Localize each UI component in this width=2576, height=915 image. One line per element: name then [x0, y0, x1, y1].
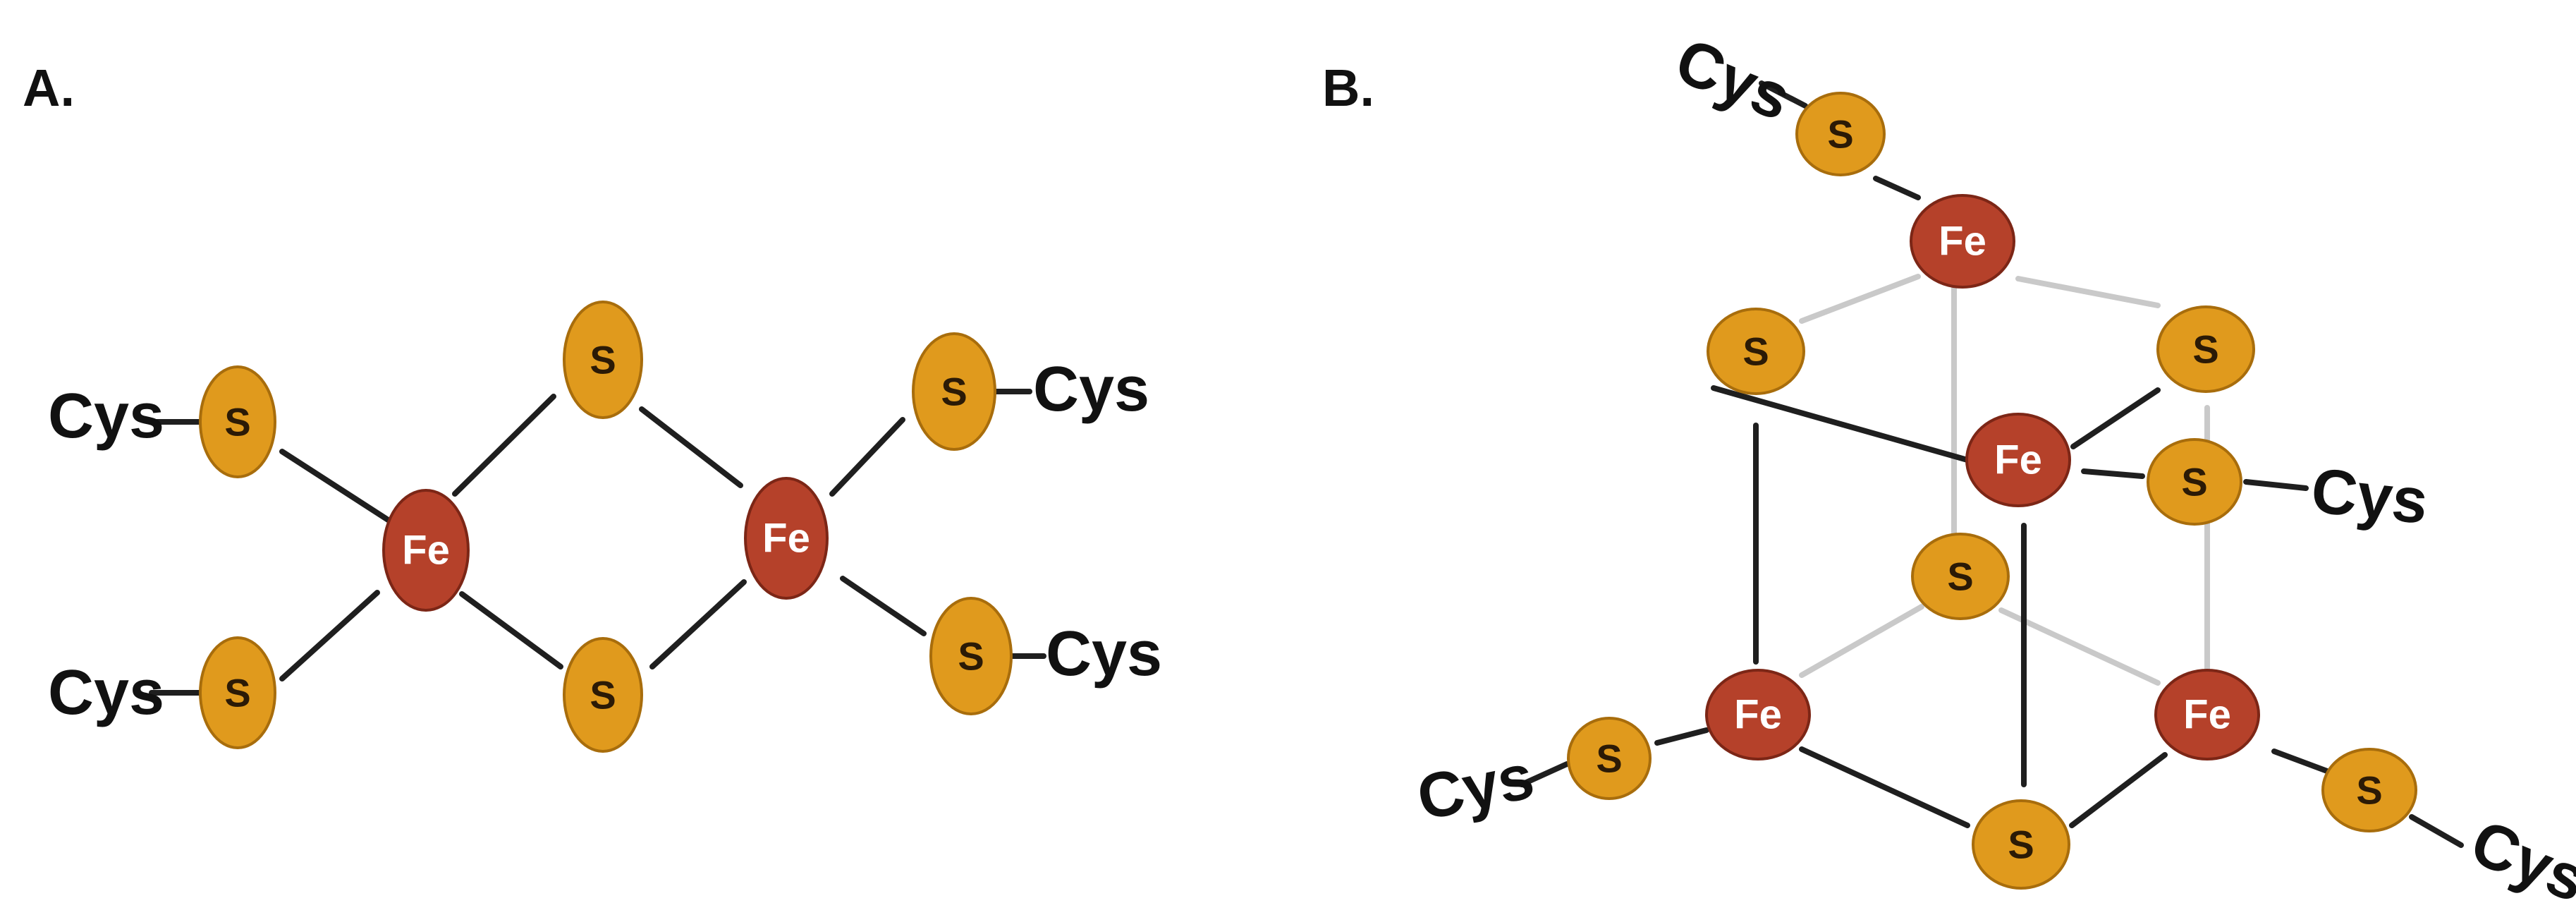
bond [2271, 749, 2330, 774]
sulfur-label: S [1742, 329, 1769, 374]
sulfur-label: S [2356, 768, 2382, 813]
bond [2070, 387, 2161, 449]
sulfur-label: S [2008, 823, 2034, 867]
sulfur-label: S [1596, 737, 1622, 781]
bond [1799, 746, 1970, 828]
sulfur-label: S [2192, 327, 2218, 372]
sulfur-label: S [224, 400, 250, 444]
cysteine-label: Cys [48, 381, 164, 452]
iron-atom: Fe [1705, 669, 1811, 761]
iron-label: Fe [762, 516, 810, 562]
sulfur-atom: S [199, 365, 276, 478]
bond [1519, 761, 1570, 787]
cysteine-label: Cys [1411, 741, 1539, 834]
sulfur-atom: S [1567, 717, 1652, 800]
bond-fe-s [840, 576, 927, 636]
bond-fe-s [829, 417, 905, 497]
back-bond [2015, 276, 2161, 308]
sulfur-atom: S [563, 637, 643, 753]
sulfur-label: S [941, 370, 967, 414]
iron-atom: Fe [2154, 669, 2260, 761]
sulfur-label: S [1827, 112, 1853, 157]
bond-s-fe [649, 579, 747, 669]
cysteine-label: Cys [1033, 354, 1149, 425]
sulfur-label: S [590, 673, 616, 717]
bond-s-fe [279, 449, 394, 525]
sulfur-atom: S [929, 597, 1013, 715]
bond-fe-s [459, 591, 563, 669]
iron-atom: Fe [382, 489, 470, 612]
bond-s-fe [279, 590, 380, 681]
sulfur-atom: S [2156, 305, 2255, 393]
cysteine-label: Cys [2462, 807, 2576, 915]
bond-fe-s [452, 394, 556, 497]
back-bond [1998, 607, 2161, 686]
bond [1654, 727, 1709, 746]
sulfur-atom: S [912, 332, 996, 451]
iron-label: Fe [402, 528, 450, 574]
bond [2409, 814, 2464, 848]
bond [2069, 752, 2168, 828]
bond [1873, 176, 1921, 200]
cysteine-label: Cys [2308, 455, 2431, 538]
panel-b-front-bonds [1519, 80, 2464, 848]
cysteine-label: Cys [48, 658, 164, 728]
sulfur-label: S [1947, 555, 1973, 599]
cysteine-label: Cys [1666, 25, 1801, 135]
sulfur-atom: S [2147, 438, 2242, 526]
sulfur-atom: S [1795, 92, 1886, 176]
iron-label: Fe [1734, 692, 1782, 738]
sulfur-atom: S [1972, 799, 2070, 890]
panel-b: B. S [1322, 25, 2576, 915]
iron-atom: Fe [744, 477, 829, 600]
bond [1711, 385, 1970, 463]
back-bond [1799, 274, 1921, 324]
bond [1759, 80, 1808, 109]
panel-a-label: A. [23, 59, 75, 117]
cysteine-label: Cys [1046, 619, 1162, 689]
sulfur-atom: S [1911, 533, 2010, 620]
bond-s-fe [639, 406, 743, 488]
iron-label: Fe [2183, 692, 2231, 738]
iron-atom: Fe [1910, 194, 2015, 289]
iron-label: Fe [1994, 437, 2042, 483]
sulfur-label: S [590, 338, 616, 382]
panel-b-label: B. [1322, 59, 1374, 117]
sulfur-label: S [2181, 460, 2207, 504]
iron-atom: Fe [1965, 413, 2071, 507]
sulfur-label: S [958, 634, 984, 679]
sulfur-atom: S [1707, 308, 1805, 395]
sulfur-atom: S [199, 636, 276, 749]
bond [2081, 468, 2145, 479]
iron-label: Fe [1939, 219, 1986, 265]
sulfur-atom: S [2321, 748, 2417, 832]
sulfur-atom: S [563, 301, 643, 419]
sulfur-label: S [224, 671, 250, 715]
back-bond [1799, 604, 1924, 678]
panel-a: A. S S S [23, 59, 1162, 753]
panel-a-bonds [149, 389, 1046, 696]
bond [2243, 479, 2309, 491]
